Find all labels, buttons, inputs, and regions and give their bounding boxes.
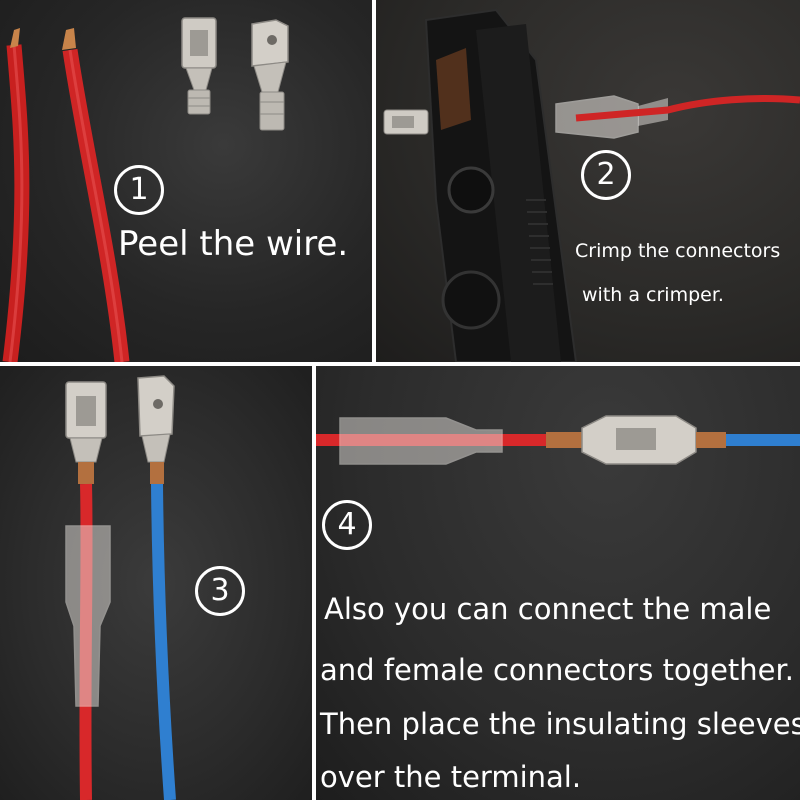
step-4-caption-line-4: over the terminal.	[320, 760, 582, 794]
connected-wires-image	[316, 415, 800, 465]
step-1-photo: 1	[0, 0, 372, 362]
female-spade-connector	[181, 17, 217, 115]
insulating-sleeve	[65, 525, 111, 707]
step-4-caption-line-1: Also you can connect the male	[324, 592, 772, 626]
step-4-caption-line-2: and female connectors together.	[320, 653, 794, 687]
copper-strand	[546, 432, 582, 448]
male-spade-connector	[137, 375, 175, 484]
step-3-photo: 3	[0, 366, 312, 800]
crimped-wires-image	[65, 375, 176, 800]
step-number-1: 1	[114, 165, 164, 215]
red-wire	[575, 94, 800, 122]
male-spade-connector	[251, 19, 289, 131]
step-2-photo: 2	[376, 0, 800, 362]
step-2-caption-line-2: with a crimper.	[582, 284, 724, 306]
step-number-2: 2	[581, 150, 631, 200]
blue-wire	[151, 483, 176, 800]
step-4-photo: 4	[316, 366, 800, 800]
crimper-tool	[424, 8, 578, 362]
copper-strand	[62, 28, 76, 50]
copper-strand	[696, 432, 726, 448]
female-spade-connector	[65, 381, 107, 484]
crimper-image	[383, 8, 800, 362]
step-number-3: 3	[195, 566, 245, 616]
copper-strand	[10, 28, 20, 48]
step-4-caption-line-3: Then place the insulating sleeves	[320, 707, 800, 741]
female-spade-connector	[581, 415, 697, 465]
step-1-caption: Peel the wire.	[118, 224, 349, 264]
step-2-caption-line-1: Crimp the connectors	[575, 240, 781, 262]
step-number-4: 4	[322, 500, 372, 550]
insulating-sleeve	[339, 417, 503, 465]
peeled-wires-image	[2, 17, 289, 362]
